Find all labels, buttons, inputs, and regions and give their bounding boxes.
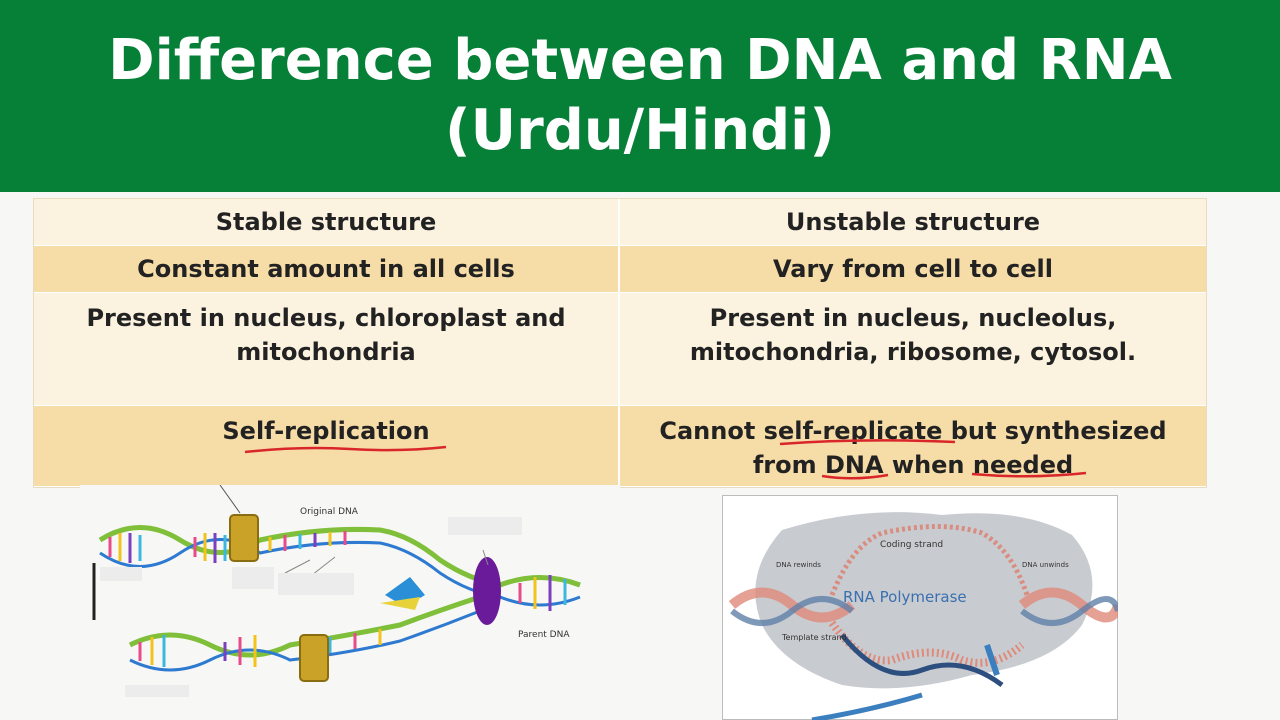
dna-unwinds-label: DNA unwinds: [1022, 561, 1069, 569]
title-line-2: (Urdu/Hindi): [445, 98, 835, 163]
table-row: Present in nucleus, chloroplast and mito…: [34, 293, 1206, 406]
rna-cell: Present in nucleus, nucleolus, mitochond…: [689, 304, 1137, 366]
coding-strand-label: Coding strand: [880, 540, 943, 550]
template-strand-label: Template strand: [781, 633, 847, 642]
table-row: Constant amount in all cells Vary from c…: [34, 246, 1206, 293]
dna-replication-diagram: Original DNA Parent DNA: [80, 485, 620, 715]
comparison-table: Stable structure Unstable structure Cons…: [33, 198, 1207, 488]
rna-cell: Unstable structure: [785, 208, 1041, 236]
dna-cell: Self-replication: [34, 406, 620, 486]
parent-dna-label: Parent DNA: [518, 630, 570, 640]
title-banner: Difference between DNA and RNA (Urdu/Hin…: [0, 0, 1280, 192]
dna-rewinds-label: DNA rewinds: [776, 561, 821, 569]
original-dna-label: Original DNA: [300, 507, 359, 517]
table-row: Self-replication Cannot self-replicate b…: [34, 406, 1206, 487]
dna-cell: Present in nucleus, chloroplast and mito…: [34, 293, 620, 405]
rna-polymerase-label: RNA Polymerase: [843, 588, 967, 606]
rna-cell: Vary from cell to cell: [772, 255, 1053, 283]
dna-cell: Constant amount in all cells: [34, 246, 620, 292]
table-row: Stable structure Unstable structure: [34, 199, 1206, 246]
title-line-1: Difference between DNA and RNA: [108, 28, 1172, 93]
transcription-diagram: Coding strand DNA rewinds DNA unwinds Te…: [722, 495, 1118, 720]
dna-cell: Stable structure: [34, 199, 620, 245]
rna-cell: Cannot self-replicate but synthesized fr…: [659, 417, 1167, 479]
